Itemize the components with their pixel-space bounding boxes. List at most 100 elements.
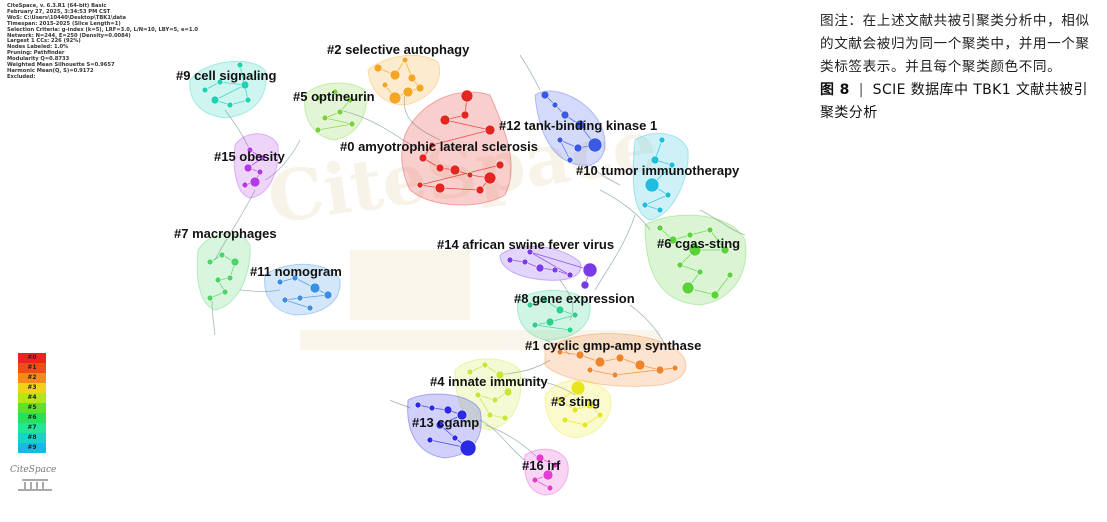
- cluster-link: [419, 164, 501, 186]
- network-link: [484, 424, 541, 461]
- legend-swatch: #9: [18, 443, 46, 453]
- network-node: [443, 405, 453, 415]
- parameter-line: Selection Criteria: g-index (k=5), LRF=3…: [7, 26, 199, 33]
- network-node: [526, 301, 534, 309]
- cluster-link: [614, 367, 676, 376]
- network-node: [210, 95, 220, 105]
- network-node: [596, 411, 604, 419]
- cluster-label: #12 tank-binding kinase 1: [499, 118, 657, 133]
- network-node: [426, 436, 434, 444]
- network-node: [244, 96, 252, 104]
- logo-building-icon: [18, 479, 52, 491]
- network-node: [321, 114, 329, 122]
- figure-caption: 图注：在上述文献共被引聚类分析中，相似的文献会被归为同一个聚类中，并用一个聚类标…: [820, 10, 1092, 125]
- network-node: [581, 421, 589, 429]
- network-node: [561, 416, 569, 424]
- figure-title: SCIE 数据库中 TBK1 文献共被引聚类分析: [820, 82, 1088, 121]
- network-node: [246, 146, 254, 154]
- cluster-label: #5 optineurin: [293, 89, 375, 104]
- cluster-link: [431, 129, 491, 146]
- parameter-line: Nodes Labeled: 1.0%: [7, 44, 69, 51]
- caption-title: 图 8 | SCIE 数据库中 TBK1 文献共被引聚类分析: [820, 79, 1092, 125]
- network-node: [418, 153, 428, 163]
- network-node: [546, 484, 554, 492]
- network-node: [466, 368, 474, 376]
- parameter-line: February 27, 2025, 3:34:53 PM CST: [7, 8, 111, 15]
- network-node: [373, 63, 383, 73]
- network-node: [556, 136, 564, 144]
- network-node: [706, 226, 714, 234]
- network-node: [495, 370, 505, 380]
- network-link: [594, 214, 636, 291]
- network-node: [586, 366, 594, 374]
- cluster-link: [299, 294, 329, 299]
- network-link: [499, 359, 551, 376]
- network-node: [256, 168, 264, 176]
- legend-swatch: #3: [18, 383, 46, 393]
- cluster-label: #10 tumor immunotherapy: [576, 163, 740, 178]
- network-node: [456, 409, 468, 421]
- cluster-region: [544, 333, 687, 387]
- network-node: [658, 136, 666, 144]
- network-node: [655, 365, 665, 375]
- network-node: [346, 96, 354, 104]
- caption-separator: |: [858, 82, 864, 98]
- network-node: [323, 290, 333, 300]
- network-node: [676, 261, 684, 269]
- network-node: [449, 164, 461, 176]
- logo-text: CiteSpace: [10, 465, 57, 475]
- network-node: [535, 453, 545, 463]
- network-node: [236, 61, 244, 69]
- network-node: [435, 163, 445, 173]
- network-node: [460, 89, 474, 103]
- network-node: [401, 56, 409, 64]
- cluster-link: [214, 84, 246, 101]
- network-node: [348, 120, 356, 128]
- network-node: [281, 296, 289, 304]
- cluster-link: [559, 139, 571, 161]
- caption-note: 图注：在上述文献共被引聚类分析中，相似的文献会被归为同一个聚类中，并用一个聚类标…: [820, 13, 1090, 75]
- network-node: [587, 137, 603, 153]
- parameter-line: Timespan: 2015-2025 (Slice Length=1): [7, 20, 121, 27]
- network-node: [535, 263, 545, 273]
- network-node: [551, 101, 559, 109]
- cluster-link: [439, 187, 481, 191]
- network-node: [435, 420, 445, 430]
- network-node: [720, 245, 730, 255]
- cluster-link: [324, 117, 353, 125]
- legend-swatch: #6: [18, 413, 46, 423]
- network-node: [381, 81, 389, 89]
- network-node: [540, 90, 550, 100]
- cluster-link: [549, 314, 576, 323]
- network-link: [339, 109, 421, 151]
- network-node: [566, 271, 574, 279]
- network-node: [291, 274, 299, 282]
- network-node: [388, 91, 402, 105]
- network-node: [474, 391, 482, 399]
- cluster-link: [444, 119, 491, 131]
- network-node: [556, 396, 564, 404]
- network-node: [434, 182, 446, 194]
- network-node: [531, 476, 539, 484]
- network-node: [316, 94, 324, 102]
- network-node: [484, 124, 496, 136]
- network-node: [276, 278, 284, 286]
- parameter-line: Excluded:: [7, 73, 36, 80]
- legend-swatch: #2: [18, 373, 46, 383]
- network-node: [483, 171, 497, 185]
- cluster-link: [679, 264, 701, 273]
- cluster-link: [564, 419, 586, 426]
- network-node: [296, 294, 304, 302]
- network-node: [641, 201, 649, 209]
- parameter-line: Weighted Mean Silhouette S=0.9657: [7, 62, 115, 69]
- parameter-line: Network: N=244, E=250 (Density=0.0084): [7, 32, 131, 39]
- parameter-line: Pruning: Pathfinder: [7, 50, 65, 57]
- network-node: [542, 469, 554, 481]
- network-node: [521, 258, 529, 266]
- network-node: [226, 101, 234, 109]
- network-node: [582, 262, 598, 278]
- network-node: [243, 163, 253, 173]
- network-node: [571, 311, 579, 319]
- network-link: [239, 289, 281, 292]
- network-node: [551, 266, 559, 274]
